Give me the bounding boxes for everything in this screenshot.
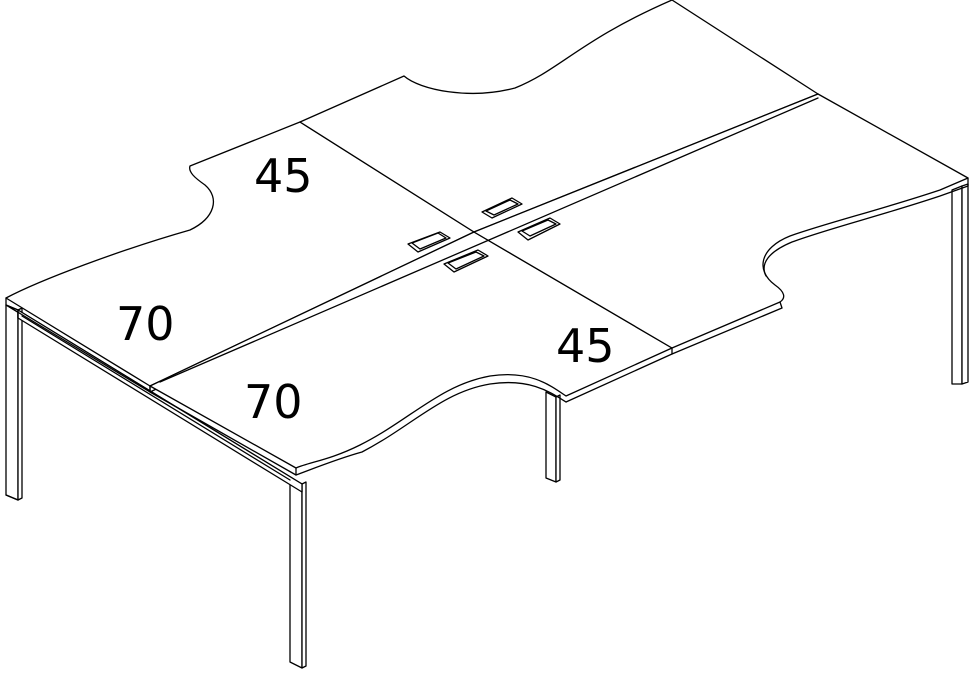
grommet-1 (481, 197, 523, 219)
front-row-desks (149, 93, 969, 476)
grommet-2 (407, 231, 451, 253)
label-front-right: 45 (556, 319, 615, 373)
leg-mid-right (545, 391, 561, 483)
legs (5, 183, 969, 669)
grommet-3 (517, 217, 561, 241)
cable-grommets (407, 197, 561, 273)
label-front-left-outer: 70 (116, 297, 175, 351)
label-front-left-inner: 70 (244, 375, 303, 429)
center-divider (159, 97, 819, 383)
grommet-4 (443, 249, 489, 273)
leg-front-center (289, 477, 307, 669)
label-back-left: 45 (254, 149, 313, 203)
leg-front-left (5, 304, 23, 501)
desktop-front-right (473, 93, 969, 349)
leg-back-right (951, 183, 969, 385)
desktop-back-right (299, 0, 819, 233)
desktop-front-left (149, 231, 673, 469)
desktop-back-left (5, 121, 475, 387)
